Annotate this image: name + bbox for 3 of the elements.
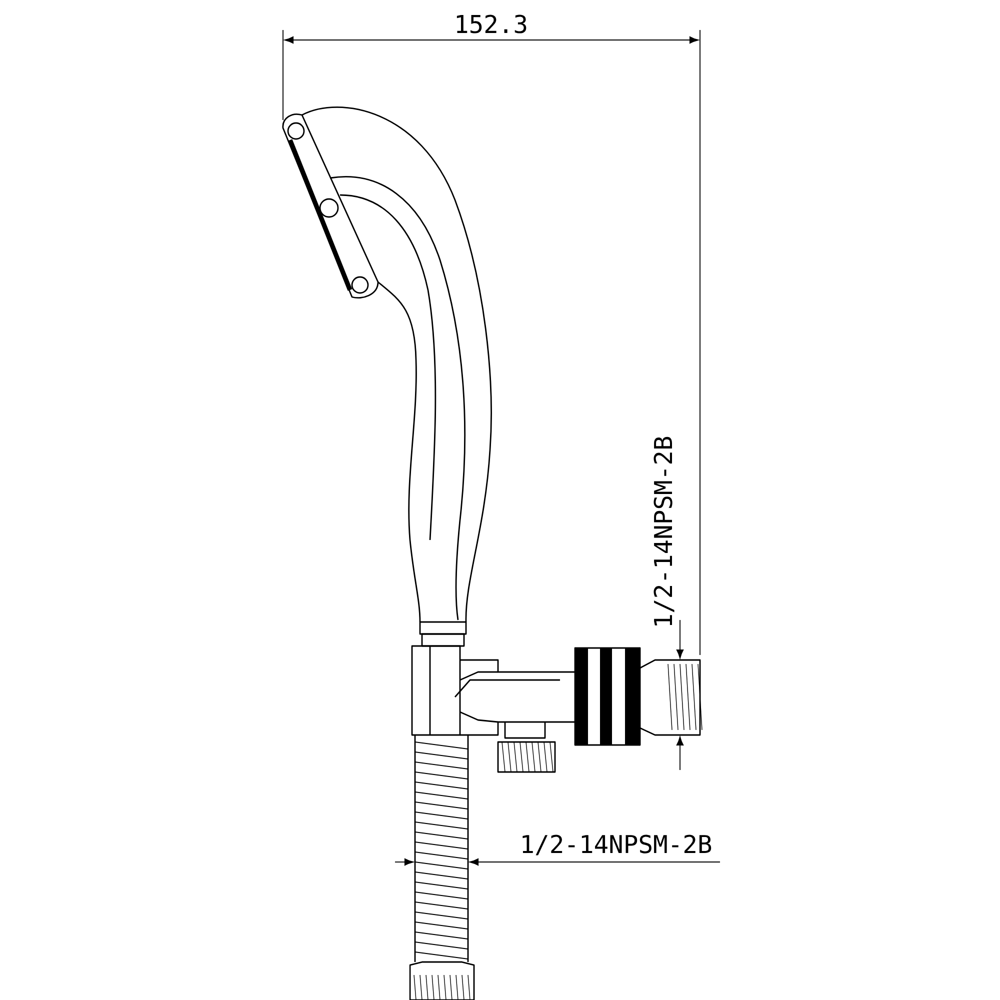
dimension-text: 1/2-14NPSM-2B bbox=[654, 436, 674, 626]
dimension-text: 152.3 bbox=[456, 14, 526, 34]
dimension-text: 1/2-14NPSM-2B bbox=[522, 834, 712, 856]
